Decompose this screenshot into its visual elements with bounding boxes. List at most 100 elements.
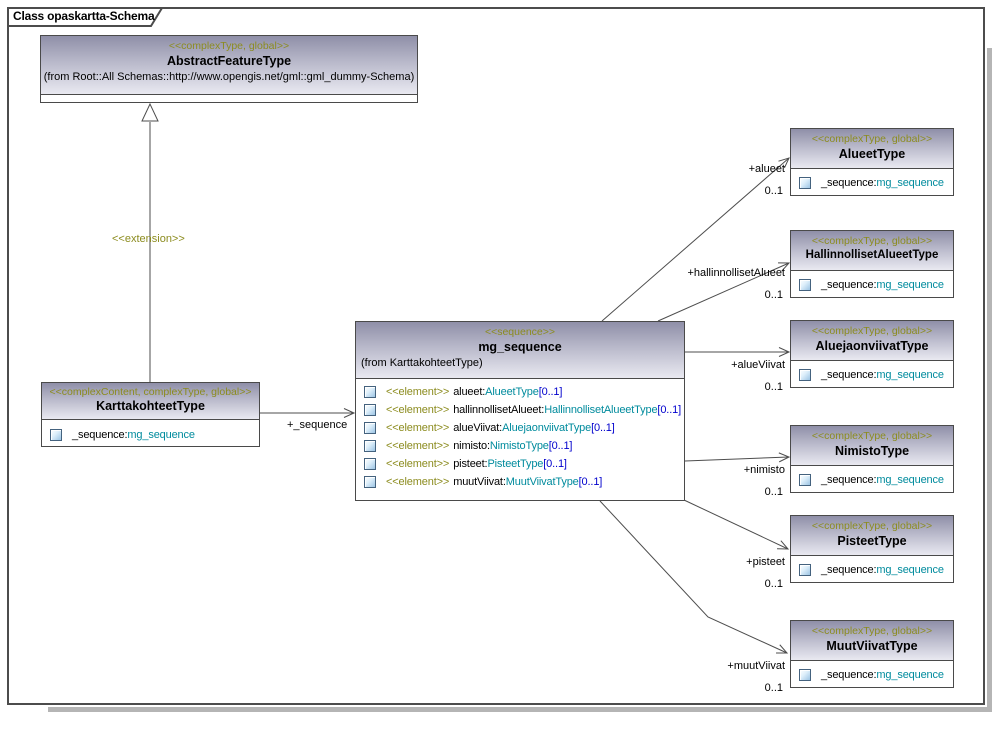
attribute-type: mg_sequence xyxy=(876,279,944,291)
attribute-name: _sequence: xyxy=(821,564,877,576)
element-multiplicity: [0..1] xyxy=(548,440,573,452)
frame-shadow-right xyxy=(987,48,992,712)
element-row[interactable]: <<element>>nimisto:NimistoType[0..1] xyxy=(356,437,684,455)
class-box-alueettype[interactable]: <<complexType, global>> AlueetType _sequ… xyxy=(790,128,954,196)
stereotype-label: <<complexType, global>> xyxy=(811,520,933,532)
attribute-type: mg_sequence xyxy=(876,564,944,576)
class-name: AluejaonviivatType xyxy=(815,339,929,353)
element-name: muutViivat: xyxy=(453,476,506,488)
element-row[interactable]: <<element>>muutViivat:MuutViivatType[0..… xyxy=(356,473,684,491)
element-multiplicity: [0..1] xyxy=(543,458,567,470)
attribute-icon xyxy=(799,474,811,486)
element-icon xyxy=(364,458,376,470)
attribute-icon xyxy=(50,429,62,441)
class-name: NimistoType xyxy=(834,444,910,458)
element-stereotype: <<element>> xyxy=(386,386,450,398)
role-label-muutviivat: +muutViivat xyxy=(727,660,785,672)
class-box-karttakohteettype[interactable]: <<complexContent, complexType, global>> … xyxy=(41,382,260,447)
connector-hallinnollisetalueet[interactable] xyxy=(657,262,791,322)
attribute-row[interactable]: _sequence:mg_sequence xyxy=(791,275,953,295)
attribute-name: _sequence: xyxy=(821,279,877,291)
element-row[interactable]: <<element>>pisteet:PisteetType[0..1] xyxy=(356,455,684,473)
class-box-hallinnollisetalueettype[interactable]: <<complexType, global>> HallinnollisetAl… xyxy=(790,230,954,298)
stereotype-label: <<complexContent, complexType, global>> xyxy=(49,386,252,398)
frame-tab-outline xyxy=(8,7,163,27)
element-type: MuutViivatType xyxy=(505,476,579,488)
element-type: HallinnollisetAlueetType xyxy=(544,404,658,416)
attribute-name: _sequence: xyxy=(72,429,128,441)
element-name: alueViivat: xyxy=(453,422,503,434)
class-box-mg-sequence[interactable]: <<sequence>> mg_sequence (from Karttakoh… xyxy=(355,321,685,501)
element-name: pisteet: xyxy=(453,458,488,470)
diagram-title: Class opaskartta-Schema xyxy=(13,9,155,23)
stereotype-label: <<complexType, global>> xyxy=(811,235,933,247)
attribute-icon xyxy=(799,369,811,381)
attribute-row[interactable]: _sequence:mg_sequence xyxy=(42,425,259,445)
element-multiplicity: [0..1] xyxy=(538,386,563,398)
attribute-icon xyxy=(799,177,811,189)
multiplicity-label: 0..1 xyxy=(764,381,783,393)
element-name: nimisto: xyxy=(453,440,490,452)
element-multiplicity: [0..1] xyxy=(578,476,603,488)
element-icon xyxy=(364,476,376,488)
element-type: AluejaonviivatType xyxy=(502,422,592,434)
from-package-label: (from KarttakohteetType) xyxy=(361,357,483,369)
role-label-hallinnollisetalueet: +hallinnollisetAlueet xyxy=(687,267,785,279)
empty-compartment xyxy=(41,94,417,102)
attribute-icon xyxy=(799,564,811,576)
stereotype-label: <<complexType, global>> xyxy=(168,40,290,52)
class-name: KarttakohteetType xyxy=(96,399,205,413)
element-icon xyxy=(364,440,376,452)
class-box-aluejaonviivattype[interactable]: <<complexType, global>> AluejaonviivatTy… xyxy=(790,320,954,388)
connector-nimisto[interactable] xyxy=(684,452,791,463)
connector-alueet[interactable] xyxy=(601,157,790,322)
class-box-nimistotype[interactable]: <<complexType, global>> NimistoType _seq… xyxy=(790,425,954,493)
element-row[interactable]: <<element>>hallinnollisetAlueet:Hallinno… xyxy=(356,401,684,419)
stereotype-label: <<complexType, global>> xyxy=(811,133,933,145)
stereotype-label: <<complexType, global>> xyxy=(811,625,933,637)
element-multiplicity: [0..1] xyxy=(591,422,615,434)
frame-shadow-bottom xyxy=(48,707,992,712)
element-row[interactable]: <<element>>alueViivat:AluejaonviivatType… xyxy=(356,419,684,437)
element-icon xyxy=(364,386,376,398)
stereotype-label: <<sequence>> xyxy=(484,326,556,338)
element-type: AlueetType xyxy=(485,386,539,398)
extension-stereotype-label: <<extension>> xyxy=(112,233,185,245)
attribute-row[interactable]: _sequence:mg_sequence xyxy=(791,470,953,490)
attribute-row[interactable]: _sequence:mg_sequence xyxy=(791,173,953,193)
attribute-icon xyxy=(799,669,811,681)
class-name: mg_sequence xyxy=(478,340,562,354)
role-label-sequence: +_sequence xyxy=(287,419,348,431)
connector-muutviivat[interactable] xyxy=(599,500,789,654)
generalization-triangle-icon xyxy=(141,102,159,122)
class-name: HallinnollisetAlueetType xyxy=(805,249,939,261)
class-name: AbstractFeatureType xyxy=(166,54,292,68)
stereotype-label: <<complexType, global>> xyxy=(811,325,933,337)
attribute-row[interactable]: _sequence:mg_sequence xyxy=(791,665,953,685)
element-icon xyxy=(364,422,376,434)
attribute-name: _sequence: xyxy=(821,177,877,189)
class-box-abstractfeaturetype[interactable]: <<complexType, global>> AbstractFeatureT… xyxy=(40,35,418,103)
multiplicity-label: 0..1 xyxy=(764,185,783,197)
element-row[interactable]: <<element>>alueet:AlueetType[0..1] xyxy=(356,383,684,401)
attribute-row[interactable]: _sequence:mg_sequence xyxy=(791,365,953,385)
connector-pisteet[interactable] xyxy=(683,499,790,550)
class-name: MuutViivatType xyxy=(826,639,918,653)
class-box-pisteettype[interactable]: <<complexType, global>> PisteetType _seq… xyxy=(790,515,954,583)
element-type: PisteetType xyxy=(487,458,544,470)
attribute-row[interactable]: _sequence:mg_sequence xyxy=(791,560,953,580)
diagram-frame xyxy=(7,7,985,705)
class-name: AlueetType xyxy=(838,147,906,161)
stereotype-label: <<complexType, global>> xyxy=(811,430,933,442)
multiplicity-label: 0..1 xyxy=(764,682,783,694)
class-name: PisteetType xyxy=(837,534,907,548)
element-stereotype: <<element>> xyxy=(386,440,450,452)
multiplicity-label: 0..1 xyxy=(764,289,783,301)
role-label-alueviivat: +alueViivat xyxy=(731,359,785,371)
attribute-icon xyxy=(799,279,811,291)
attribute-type: mg_sequence xyxy=(127,429,195,441)
element-icon xyxy=(364,404,376,416)
class-box-muutviivattype[interactable]: <<complexType, global>> MuutViivatType _… xyxy=(790,620,954,688)
